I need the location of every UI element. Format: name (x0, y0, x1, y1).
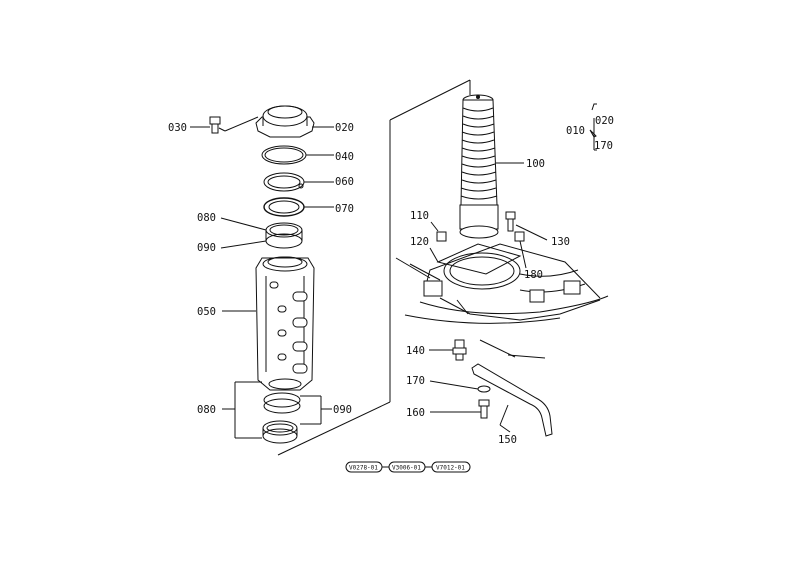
callout-180: 180 (524, 269, 543, 281)
part-170-washer (429, 380, 491, 393)
reference-codes: V0278-01 V3006-01 V7012-01 (345, 461, 471, 473)
part-160-bolt (430, 399, 490, 419)
callout-090-upper: 090 (197, 242, 216, 254)
part-030-bolt (190, 116, 226, 134)
section-divider-lines (277, 79, 471, 456)
callout-100: 100 (526, 158, 545, 170)
part-070-ring (263, 197, 334, 217)
part-120-plate (395, 243, 609, 359)
part-140-bolt (429, 339, 467, 361)
part-180-spring (514, 231, 527, 269)
callout-080-upper: 080 (197, 212, 216, 224)
callout-020-key: 020 (595, 115, 614, 127)
callout-110: 110 (410, 210, 429, 222)
part-040-oring (261, 145, 334, 165)
part-080-090-upper-rings (220, 217, 303, 249)
part-110-nut (430, 221, 447, 242)
part-130-bolt (505, 211, 548, 241)
callout-170: 170 (406, 375, 425, 387)
legend-bracket (589, 103, 597, 151)
part-100-boot (459, 94, 524, 239)
callout-labels: 010 020 170 030 020 040 060 070 080 090 … (168, 115, 614, 446)
part-060-snap-ring (263, 172, 334, 192)
callout-140: 140 (406, 345, 425, 357)
callout-160: 160 (406, 407, 425, 419)
callout-070: 070 (335, 203, 354, 215)
callout-010: 010 (566, 125, 585, 137)
ref-code-1: V0278-01 (349, 465, 378, 472)
callout-050: 050 (197, 306, 216, 318)
callout-040: 040 (335, 151, 354, 163)
callout-060: 060 (335, 176, 354, 188)
callout-020: 020 (335, 122, 354, 134)
callout-170-key: 170 (594, 140, 613, 152)
ref-code-2: V3006-01 (392, 465, 421, 472)
part-050-housing (222, 256, 315, 391)
callout-080-lower: 080 (197, 404, 216, 416)
part-020-cover (224, 105, 334, 138)
callout-090-lower: 090 (333, 404, 352, 416)
callout-120: 120 (410, 236, 429, 248)
callout-150: 150 (498, 434, 517, 446)
part-080-090-lower-rings (222, 381, 332, 444)
ref-code-3: V7012-01 (436, 465, 465, 472)
part-150-lever (471, 363, 553, 437)
callout-130: 130 (551, 236, 570, 248)
callout-030: 030 (168, 122, 187, 134)
